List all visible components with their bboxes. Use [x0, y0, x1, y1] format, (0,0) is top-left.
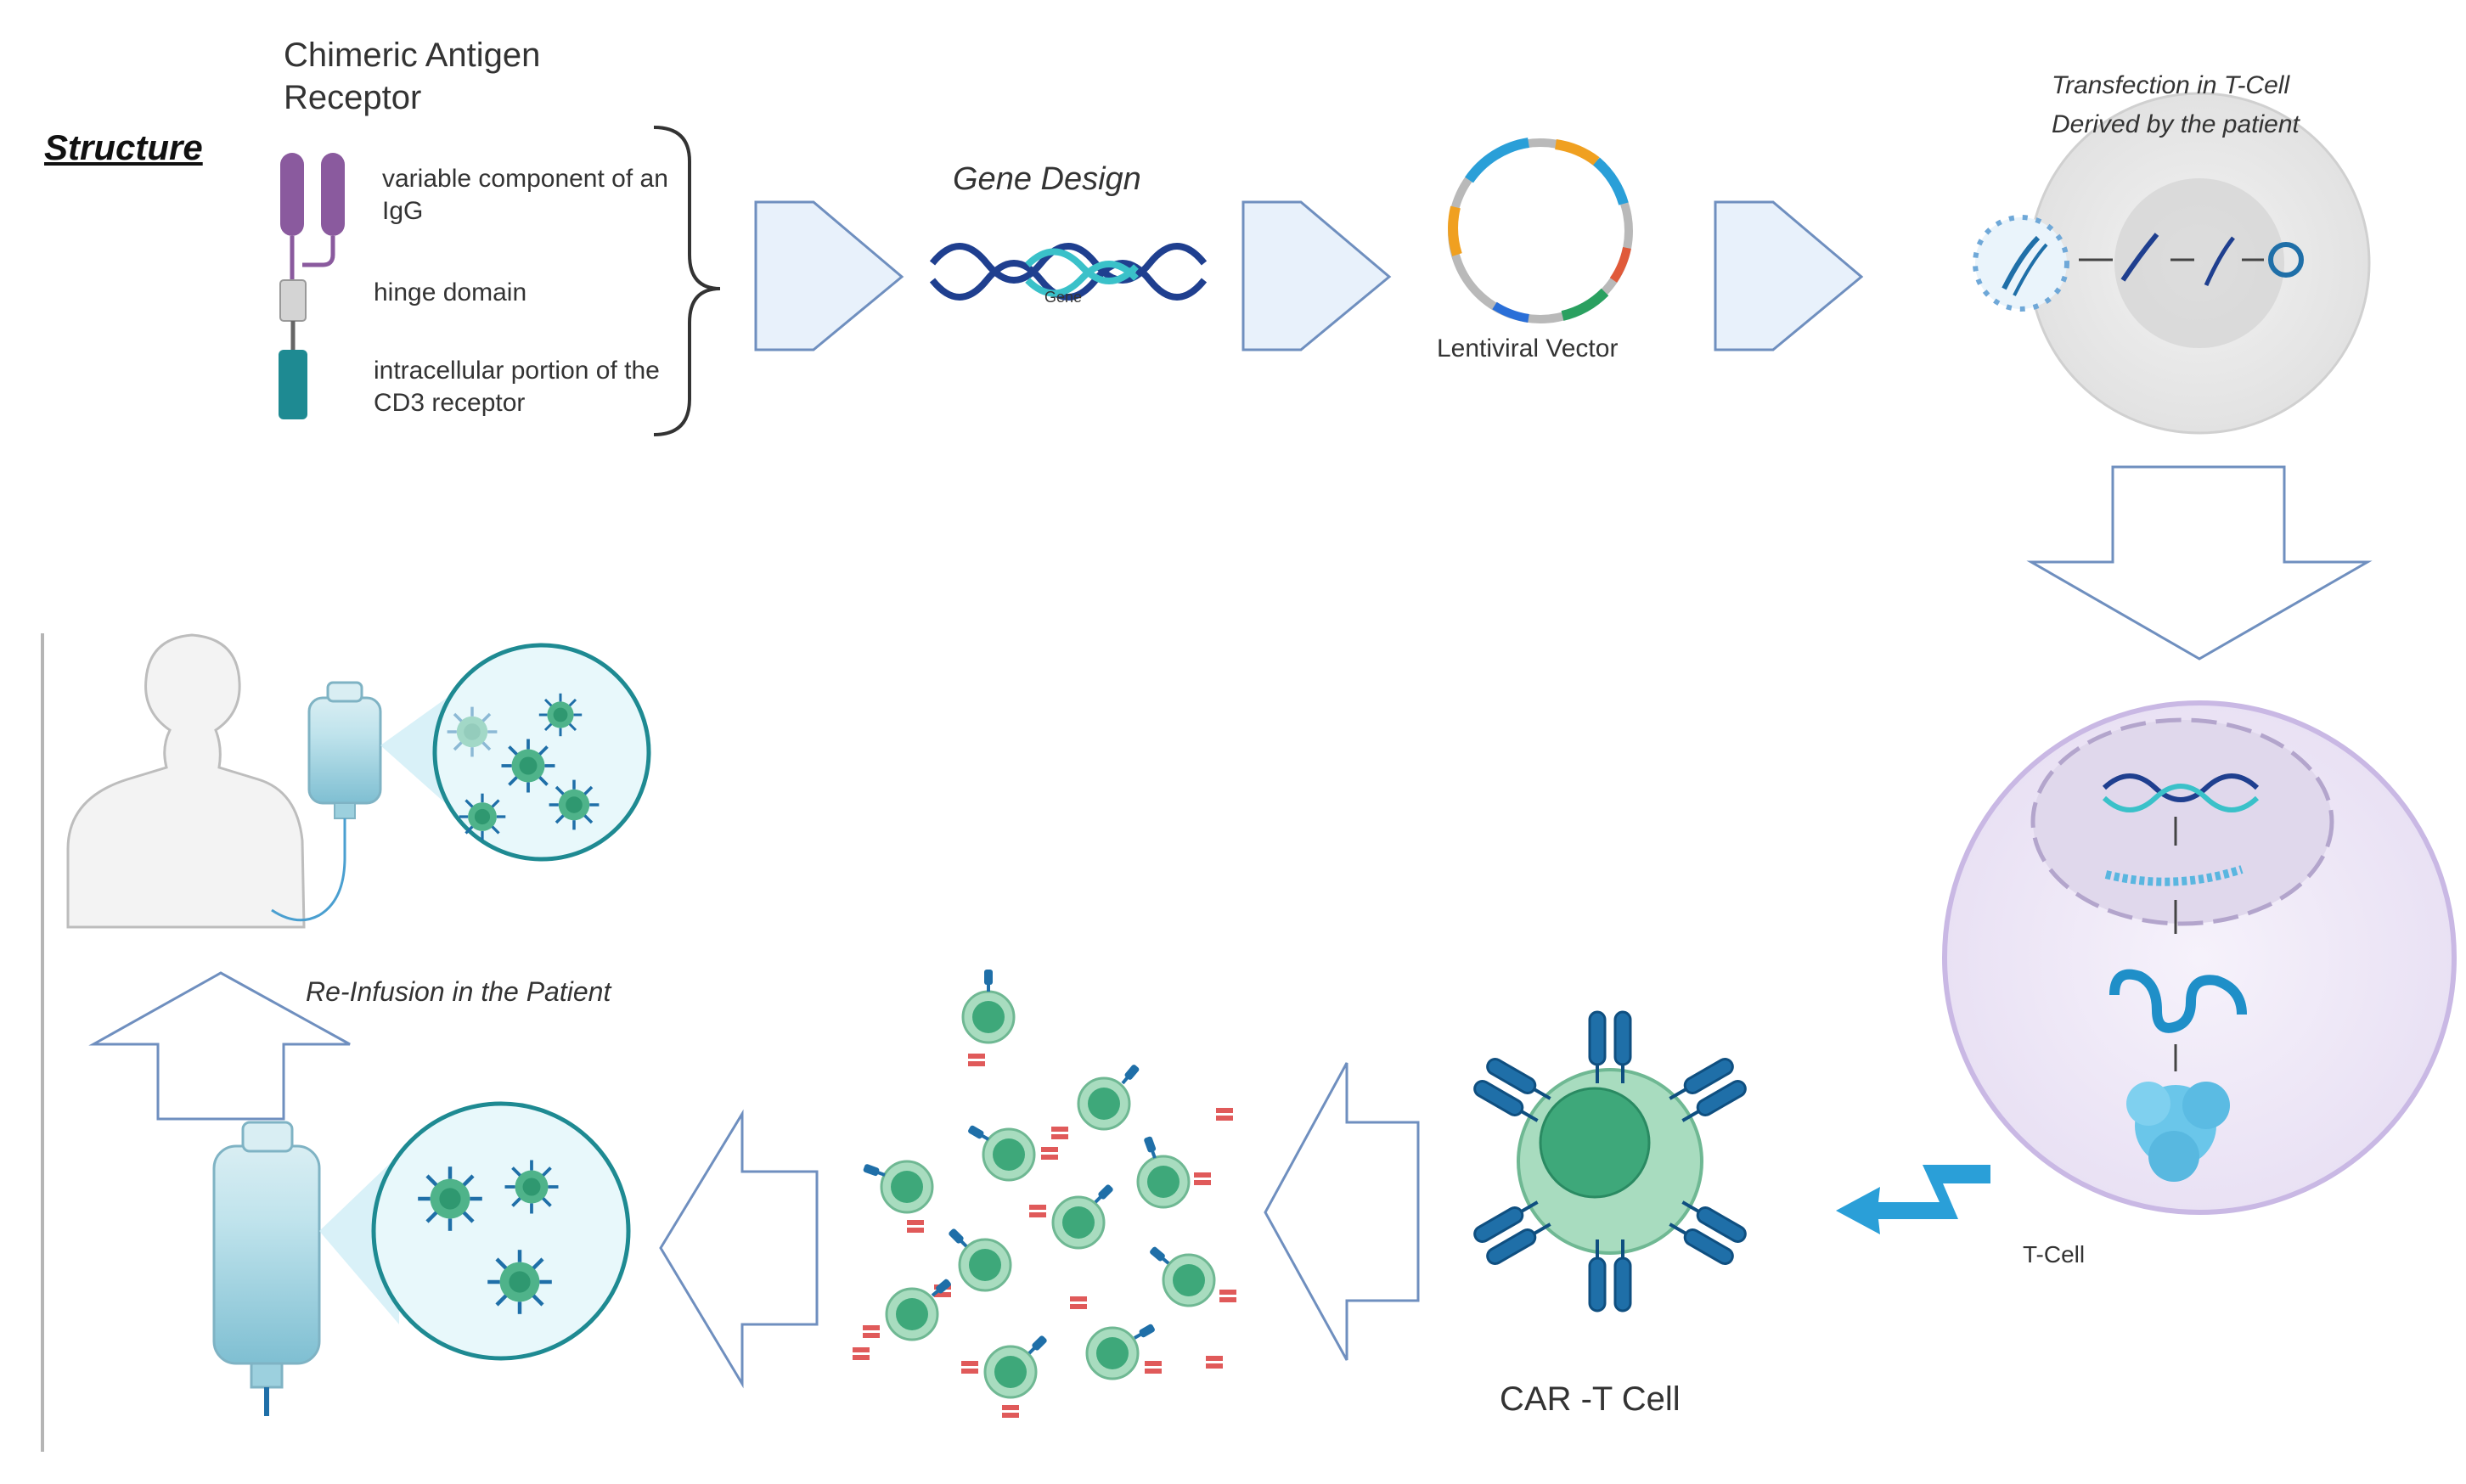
- intracellular-portion-label: intracellular portion of the CD3 recepto…: [374, 357, 660, 417]
- intracellular-domain-shape: [279, 350, 307, 419]
- curly-brace: [653, 126, 721, 436]
- variable-domain-shape-2: [321, 153, 345, 236]
- t-cell-expression: [1942, 700, 2457, 1215]
- patient-reinfusion: [66, 633, 651, 929]
- car-t-cell: [1470, 1010, 1750, 1313]
- arrow-to-vector: [1241, 200, 1392, 351]
- transfection-line-1: Transfection in T-Cell: [2052, 71, 2290, 99]
- lentiviral-vector: [1448, 138, 1633, 323]
- car-t-cell-label: CAR -T Cell: [1500, 1380, 1681, 1418]
- variable-component-label: variable component of an IgG: [382, 165, 668, 225]
- reinfusion-label: Re-Infusion in the Patient: [306, 976, 611, 1007]
- car-structure: [279, 153, 345, 419]
- arrow-down: [2026, 465, 2373, 660]
- arrow-up: [88, 971, 351, 1121]
- arrow-left-1: [1264, 1062, 1420, 1361]
- arrow-left-2: [659, 1109, 819, 1389]
- t-cell-label: T-Cell: [2023, 1241, 2086, 1268]
- gene-dna: [929, 243, 1208, 301]
- arrow-to-gene: [754, 200, 904, 351]
- hinge-domain-label: hinge domain: [374, 278, 527, 306]
- transfection-label: Transfection in T-Cell Derived by the pa…: [2052, 66, 2300, 144]
- expanded-cells: [853, 970, 1236, 1418]
- transfection-cell: [1973, 92, 2371, 435]
- variable-domain-shape: [280, 153, 304, 236]
- iv-bag-lower: [212, 1101, 631, 1416]
- lentiviral-vector-label: Lentiviral Vector: [1437, 334, 1619, 363]
- structure-heading: Structure: [44, 127, 203, 167]
- hinge-domain-shape: [279, 279, 307, 322]
- arrow-to-transfection: [1714, 200, 1864, 351]
- transfection-line-2: Derived by the patient: [2052, 110, 2300, 138]
- lightning-arrow: [1836, 1165, 1990, 1234]
- gene-design-label: Gene Design: [953, 161, 1141, 197]
- car-title: Chimeric Antigen Receptor: [284, 37, 541, 116]
- gene-label: Gene: [1044, 289, 1083, 306]
